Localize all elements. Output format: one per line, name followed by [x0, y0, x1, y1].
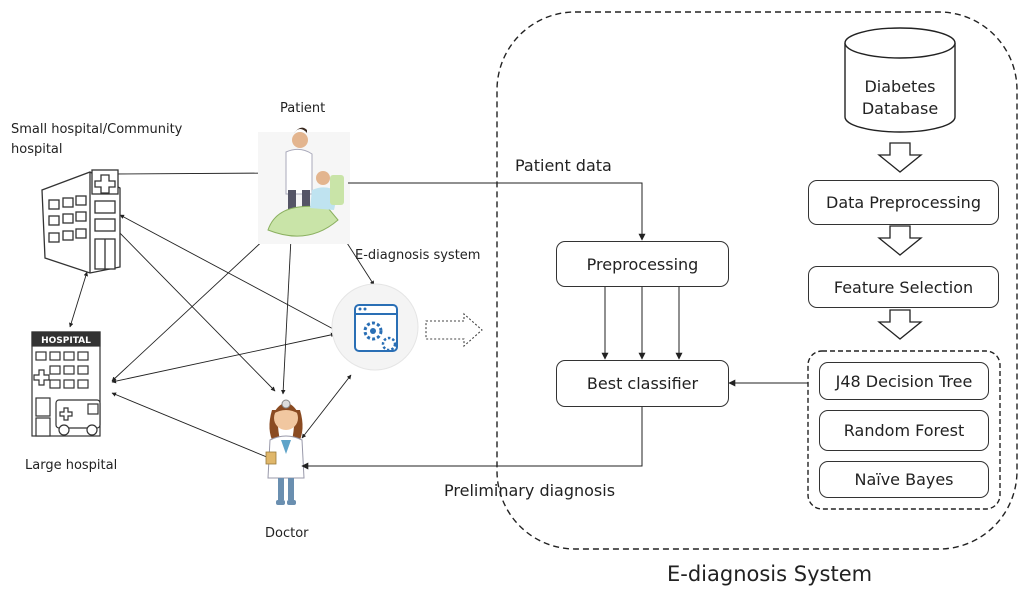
network-links — [69, 170, 375, 461]
database-label: Diabetes Database — [845, 76, 955, 120]
classifier-naive-bayes-box: Naïve Bayes — [819, 461, 989, 498]
large-hospital-sign: HOSPITAL — [41, 336, 91, 346]
system-boundary — [496, 11, 1018, 550]
classifier-j48-box: J48 Decision Tree — [819, 362, 989, 400]
database-label-line1: Diabetes — [864, 77, 936, 96]
doctor-icon — [265, 399, 305, 505]
e-diagnosis-gear-icon — [331, 283, 419, 371]
hospital-building-icon — [41, 169, 121, 274]
link-small-hospital-patient — [109, 170, 279, 177]
diagnosis-to-doctor-arrow — [301, 407, 643, 470]
link-ediagnosis-doctor — [301, 374, 352, 439]
link-large-hospital-ediagnosis — [111, 332, 336, 384]
patient-data-label: Patient data — [515, 156, 612, 175]
link-patient-large-hospital — [111, 235, 269, 382]
database-label-line2: Database — [861, 99, 939, 118]
patient-label: Patient — [280, 101, 326, 116]
classifier-group — [807, 350, 1001, 510]
data-preprocessing-box: Data Preprocessing — [808, 180, 999, 225]
down-arrow-3 — [877, 309, 923, 340]
patient-icon — [258, 127, 350, 244]
preprocessing-box: Preprocessing — [556, 241, 729, 287]
best-classifier-box: Best classifier — [556, 360, 729, 407]
hollow-dotted-arrow — [425, 312, 483, 348]
small-hospital-label: Small hospital/Community hospital — [11, 122, 183, 157]
link-small-hospital-doctor — [111, 224, 276, 392]
classifier-random-forest-box: Random Forest — [819, 410, 989, 451]
database-cylinder-icon — [844, 27, 956, 133]
preliminary-diagnosis-label: Preliminary diagnosis — [444, 481, 616, 500]
system-title: E-diagnosis System — [667, 562, 873, 586]
large-hospital-icon: HOSPITAL — [31, 331, 101, 437]
down-arrow-1 — [877, 142, 923, 173]
large-hospital-label: Large hospital — [25, 458, 118, 473]
patient-data-arrow — [348, 182, 646, 241]
feature-selection-box: Feature Selection — [808, 266, 999, 308]
link-patient-doctor — [280, 237, 294, 395]
link-small-hospital-large-hospital — [69, 271, 88, 328]
down-arrow-2 — [877, 225, 923, 256]
doctor-label: Doctor — [265, 526, 309, 541]
link-large-hospital-doctor — [111, 392, 275, 461]
e-diagnosis-node-label: E-diagnosis system — [355, 248, 481, 263]
